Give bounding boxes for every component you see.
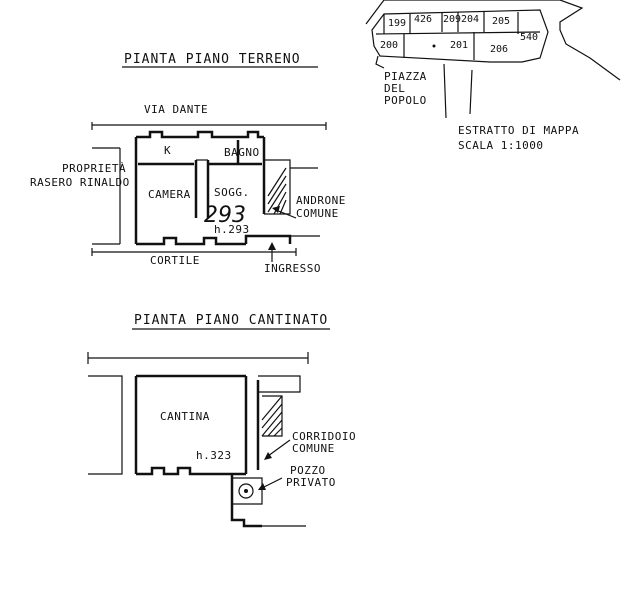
map-caption: ESTRATTO DI MAPPA: [458, 124, 579, 137]
cellar-label: CANTINA: [160, 410, 210, 423]
map-parcel-206: 206: [490, 44, 508, 55]
map-extract: 199 426 209 204 205 200 201 206 540 PIAZ…: [365, 0, 621, 152]
well-icon: [238, 483, 254, 499]
map-parcel-199: 199: [388, 18, 406, 29]
corridor-label-1: CORRIDOIO: [292, 430, 356, 443]
map-scale: SCALA 1:1000: [458, 139, 543, 152]
map-parcel-204: 204: [461, 14, 479, 25]
neighbor-label-2: RASERO RINALDO: [30, 176, 130, 189]
ground-floor-title: PIANTA PIANO TERRENO: [124, 52, 301, 67]
square-label-2: DEL: [384, 82, 405, 95]
handwritten-number: 293: [204, 203, 246, 228]
square-label-3: POPOLO: [384, 94, 427, 107]
map-parcel-200: 200: [380, 40, 398, 51]
map-parcel-540: 540: [520, 32, 538, 43]
bedroom-label: CAMERA: [148, 188, 191, 201]
square-label-1: PIAZZA: [384, 70, 427, 83]
entrance-label: INGRESSO: [264, 262, 321, 275]
basement-title: PIANTA PIANO CANTINATO: [134, 313, 328, 328]
bathroom-label: BAGNO: [224, 146, 260, 159]
corridor-label-2: COMUNE: [292, 442, 335, 455]
living-room-label: SOGG.: [214, 186, 250, 199]
map-parcel-426: 426: [414, 14, 432, 25]
hall-label-2: COMUNE: [296, 207, 339, 220]
basement-height-label: h.323: [196, 449, 232, 462]
map-parcel-201: 201: [450, 40, 468, 51]
map-parcel-209: 209: [443, 14, 461, 25]
hall-label-1: ANDRONE: [296, 194, 346, 207]
well-label-2: PRIVATO: [286, 476, 336, 489]
ground-floor-plan: VIA DANTE K BAGNO CAMERA: [30, 103, 346, 275]
basement-plan: CANTINA h.323 CORRIDOIO COMUNE POZZO PRI…: [87, 352, 356, 528]
well-label-1: POZZO: [290, 464, 326, 477]
street-label: VIA DANTE: [144, 103, 208, 116]
kitchen-label: K: [164, 144, 171, 157]
ground-height-label: h.293: [214, 223, 250, 236]
neighbor-label-1: PROPRIETÀ: [62, 162, 126, 175]
map-parcel-205: 205: [492, 16, 510, 27]
courtyard-label: CORTILE: [150, 254, 200, 267]
